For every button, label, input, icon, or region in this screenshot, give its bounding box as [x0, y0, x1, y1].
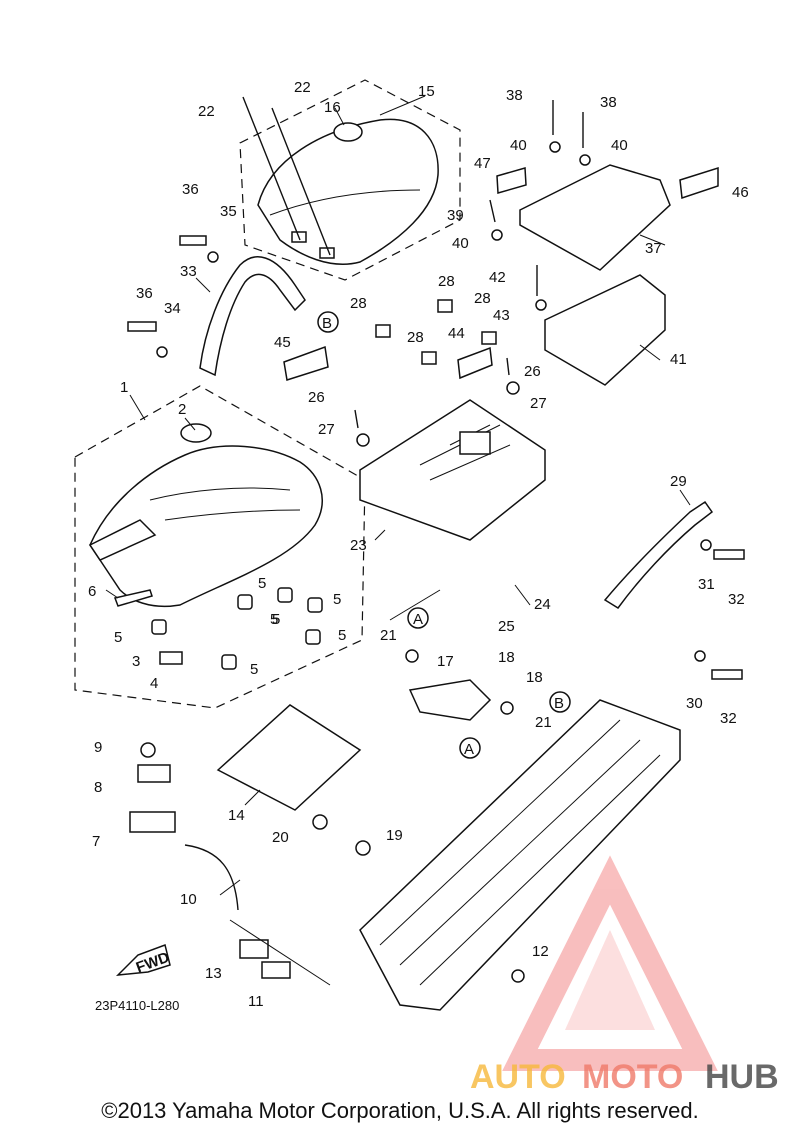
part-number-label: 40: [452, 235, 469, 252]
drawing-code: 23P4110-L280: [95, 998, 179, 1013]
part-number-label: 5: [258, 575, 266, 592]
leader-lines: [105, 95, 691, 896]
copyright-notice: ©2013 Yamaha Motor Corporation, U.S.A. A…: [101, 1098, 699, 1123]
part-number-label: 38: [600, 94, 617, 111]
part-number-label: 21: [380, 627, 397, 644]
part-number-label: 29: [670, 473, 687, 490]
part-number-label: 15: [418, 83, 435, 100]
part-number-label: 34: [164, 300, 181, 317]
part-number-label: 25: [498, 618, 515, 635]
part-number-label: 19: [386, 827, 403, 844]
part-number-label: 3: [132, 653, 140, 670]
part-number-label: 36: [182, 181, 199, 198]
part-number-label: 12: [532, 943, 549, 960]
callout-a: A: [413, 611, 423, 628]
callout-markers: B A B A: [317, 311, 571, 759]
callout-b: B: [554, 695, 564, 712]
small-parts: [113, 96, 745, 986]
part-number-label: 24: [534, 596, 551, 613]
part-number-label: 35: [220, 203, 237, 220]
part-number-label: 41: [670, 351, 687, 368]
part-number-label: 27: [530, 395, 547, 412]
part-number-label: 11: [248, 993, 264, 1010]
part-number-label: 5: [250, 661, 258, 678]
part-number-label: 1: [120, 379, 128, 396]
rear-frame: [359, 699, 681, 1011]
part-number-label: 4: [150, 675, 158, 692]
part-number-label: 40: [510, 137, 527, 154]
part-number-label: 28: [350, 295, 367, 312]
part-number-label: 20: [272, 829, 289, 846]
part-number-label: 28: [407, 329, 424, 346]
group-outline-seat: [74, 385, 366, 709]
part-number-label: 26: [524, 363, 541, 380]
part-number-label: 39: [447, 207, 464, 224]
part-number-label: 43: [493, 307, 510, 324]
part-number-label: 5: [272, 611, 280, 628]
part-number-label: 23: [350, 537, 367, 554]
tail-cover: [519, 164, 671, 271]
part-number-label: 13: [205, 965, 222, 982]
part-number-label: 16: [324, 99, 341, 116]
part-number-label: 38: [506, 87, 523, 104]
part-number-label: 8: [94, 779, 102, 796]
part-number-label: 7: [92, 833, 100, 850]
part-number-label: 28: [474, 290, 491, 307]
tail-bracket: [544, 274, 666, 386]
part-number-label: 5: [333, 591, 341, 608]
part-number-label: 32: [720, 710, 737, 727]
part-number-label: 5: [114, 629, 122, 646]
part-number-label: 18: [526, 669, 543, 686]
part-number-label: 37: [645, 240, 662, 257]
forward-arrow-icon: FWD: [115, 944, 172, 977]
part-number-label: 10: [180, 891, 197, 908]
part-number-label: 40: [611, 137, 628, 154]
part-number-label: 17: [437, 653, 454, 670]
storage-box: [359, 399, 546, 541]
watermark-moto: MOTO: [582, 1058, 683, 1096]
part-number-label: 44: [448, 325, 465, 342]
part-number-label: 2: [178, 401, 186, 418]
group-outline-rear-seat: [239, 79, 461, 281]
passenger-seat: [257, 118, 439, 265]
part-number-label: 42: [489, 269, 506, 286]
part-number-label: 5: [270, 611, 278, 628]
part-number-label: 46: [732, 184, 749, 201]
part-number-label: 27: [318, 421, 335, 438]
watermark-hub: HUB: [705, 1058, 779, 1096]
left-grab-bar: [199, 256, 306, 377]
right-grab-bar: [603, 500, 714, 610]
part-number-label: 45: [274, 334, 291, 351]
part-number-label: 18: [498, 649, 515, 666]
part-number-label: 47: [474, 155, 491, 172]
part-number-label: 28: [438, 273, 455, 290]
part-number-label: 36: [136, 285, 153, 302]
fwd-label: FWD: [134, 949, 172, 977]
part-number-label: 21: [535, 714, 552, 731]
seat-lock-frame: [216, 704, 362, 811]
part-number-label: 31: [698, 576, 715, 593]
watermark-auto: AUTO: [470, 1058, 566, 1096]
part-number-label: 14: [228, 807, 245, 824]
part-number-label: 6: [88, 583, 96, 600]
watermark-text: AUTO MOTO HUB: [470, 1058, 779, 1096]
part-number-label: 5: [338, 627, 346, 644]
rider-seat: [88, 423, 323, 608]
part-number-label: 33: [180, 263, 197, 280]
watermark-logo-icon: [502, 855, 718, 1071]
part-number-label: 22: [198, 103, 215, 120]
part-number-label: 32: [728, 591, 745, 608]
callout-b: B: [322, 315, 332, 332]
part-number-label: 26: [308, 389, 325, 406]
part-number-label: 9: [94, 739, 102, 756]
callout-a: A: [464, 741, 474, 758]
part-number-label: 30: [686, 695, 703, 712]
part-number-label: 22: [294, 79, 311, 96]
